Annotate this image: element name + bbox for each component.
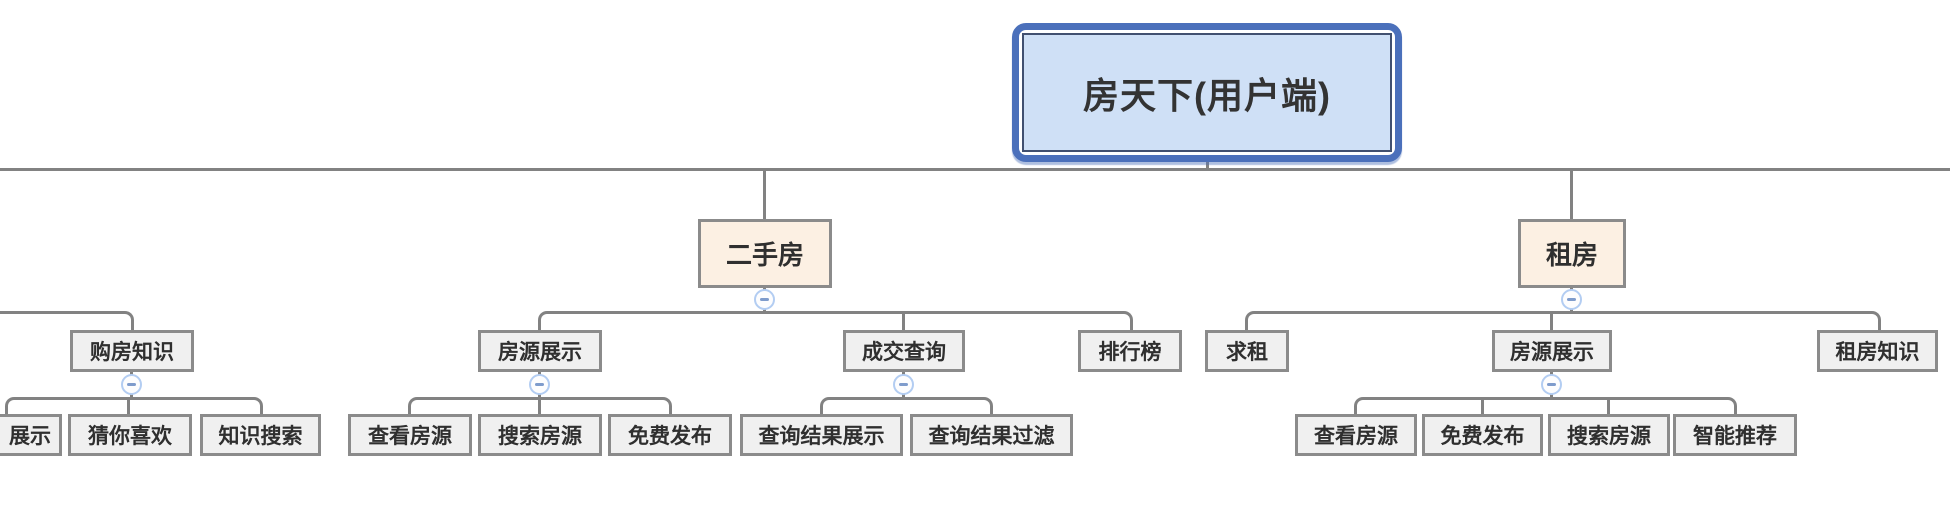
node-listing-display-secondhand[interactable]: 房源展示 (478, 330, 602, 372)
node-free-post-secondhand[interactable]: 免费发布 (608, 414, 732, 456)
collapse-icon[interactable] (754, 289, 775, 310)
node-query-result-filter[interactable]: 查询结果过滤 (910, 414, 1073, 456)
node-rent[interactable]: 租房 (1518, 219, 1626, 288)
node-root-label: 房天下(用户端) (1022, 33, 1392, 152)
collapse-icon[interactable] (893, 374, 914, 395)
node-knowledge-search[interactable]: 知识搜索 (200, 414, 321, 456)
collapse-icon[interactable] (529, 374, 550, 395)
node-rent-knowledge[interactable]: 租房知识 (1817, 330, 1938, 372)
minus-glyph (760, 298, 769, 301)
connector-rail-left-branch (0, 311, 134, 331)
connector-drop-free-post-rent (1481, 397, 1484, 415)
connector-rail-buy-knowledge (5, 397, 263, 415)
node-root[interactable]: 房天下(用户端) (1012, 23, 1402, 162)
node-view-listing-rent[interactable]: 查看房源 (1295, 414, 1417, 456)
node-ranking[interactable]: 排行榜 (1078, 330, 1182, 372)
node-secondhand[interactable]: 二手房 (698, 219, 832, 288)
collapse-icon[interactable] (1561, 289, 1582, 310)
minus-glyph (127, 383, 136, 386)
node-show[interactable]: 展示 (0, 414, 62, 456)
node-free-post-rent[interactable]: 免费发布 (1422, 414, 1543, 456)
minus-glyph (1567, 298, 1576, 301)
collapse-icon[interactable] (1541, 374, 1562, 395)
connector-drop-search-listing-rent (1607, 397, 1610, 415)
collapse-icon[interactable] (121, 374, 142, 395)
node-seek-rent[interactable]: 求租 (1205, 330, 1289, 372)
node-smart-recommend[interactable]: 智能推荐 (1673, 414, 1797, 456)
connector-main-rail (0, 168, 1950, 171)
minus-glyph (535, 383, 544, 386)
connector-drop-rent (1570, 171, 1573, 219)
connector-root-drop (1206, 159, 1209, 168)
node-listing-display-rent[interactable]: 房源展示 (1492, 330, 1612, 372)
node-deal-query[interactable]: 成交查询 (843, 330, 965, 372)
node-search-listing-rent[interactable]: 搜索房源 (1548, 414, 1670, 456)
node-guess-you-like[interactable]: 猜你喜欢 (68, 414, 192, 456)
connector-drop-listing-rent (1550, 311, 1553, 331)
connector-rail-listing-rent (1354, 397, 1737, 415)
connector-rail-secondhand (538, 311, 1133, 331)
connector-rail-rent (1245, 311, 1881, 331)
node-buy-knowledge[interactable]: 购房知识 (70, 330, 194, 372)
connector-drop-search-listing-sh (538, 397, 541, 415)
connector-drop-deal-query (902, 311, 905, 331)
connector-rail-deal-query (820, 397, 993, 415)
node-query-result-display[interactable]: 查询结果展示 (740, 414, 903, 456)
connector-drop-secondhand (763, 171, 766, 219)
connector-drop-guess-you-like (127, 397, 130, 415)
node-search-listing-secondhand[interactable]: 搜索房源 (478, 414, 602, 456)
minus-glyph (1547, 383, 1556, 386)
minus-glyph (899, 383, 908, 386)
node-view-listing-secondhand[interactable]: 查看房源 (348, 414, 472, 456)
